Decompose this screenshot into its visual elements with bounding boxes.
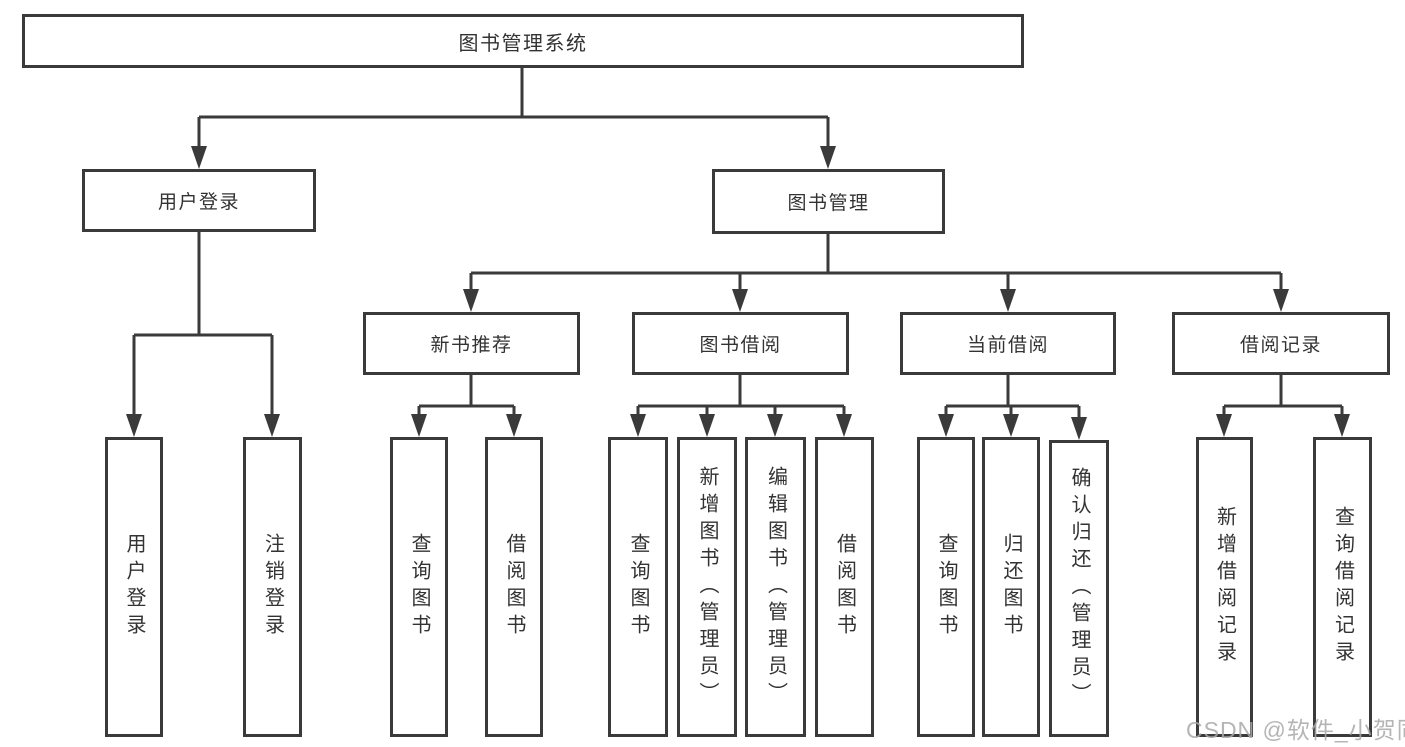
node-current-borrow: 当前借阅 bbox=[900, 312, 1116, 375]
node-leaf-return-books: 归还图书 bbox=[982, 437, 1040, 737]
node-leaf-query-books-recommend: 查询图书 bbox=[390, 437, 448, 737]
node-leaf-query-books-current: 查询图书 bbox=[917, 437, 975, 737]
node-leaf-edit-books-admin: 编辑图书（管理员） bbox=[745, 437, 806, 737]
node-leaf-add-books-admin: 新增图书（管理员） bbox=[677, 437, 737, 737]
node-book-borrow: 图书借阅 bbox=[632, 312, 849, 375]
node-leaf-logout: 注销登录 bbox=[243, 437, 302, 737]
node-leaf-add-borrow-record: 新增借阅记录 bbox=[1196, 437, 1253, 737]
node-leaf-user-login: 用户登录 bbox=[105, 437, 163, 737]
watermark: CSDN @软件_小贺同学 bbox=[1186, 717, 1405, 743]
node-borrow-records: 借阅记录 bbox=[1172, 312, 1390, 375]
node-leaf-borrow-books-recommend: 借阅图书 bbox=[485, 437, 543, 737]
node-leaf-query-borrow-record: 查询借阅记录 bbox=[1313, 437, 1372, 737]
node-book-management: 图书管理 bbox=[712, 169, 945, 234]
node-new-book-recommend: 新书推荐 bbox=[363, 312, 580, 375]
node-user-login: 用户登录 bbox=[82, 169, 316, 232]
node-library-system: 图书管理系统 bbox=[22, 14, 1024, 68]
node-leaf-confirm-return-admin: 确认归还（管理员） bbox=[1049, 440, 1109, 737]
node-leaf-query-books-borrow: 查询图书 bbox=[608, 437, 668, 737]
node-leaf-borrow-books: 借阅图书 bbox=[815, 437, 874, 737]
